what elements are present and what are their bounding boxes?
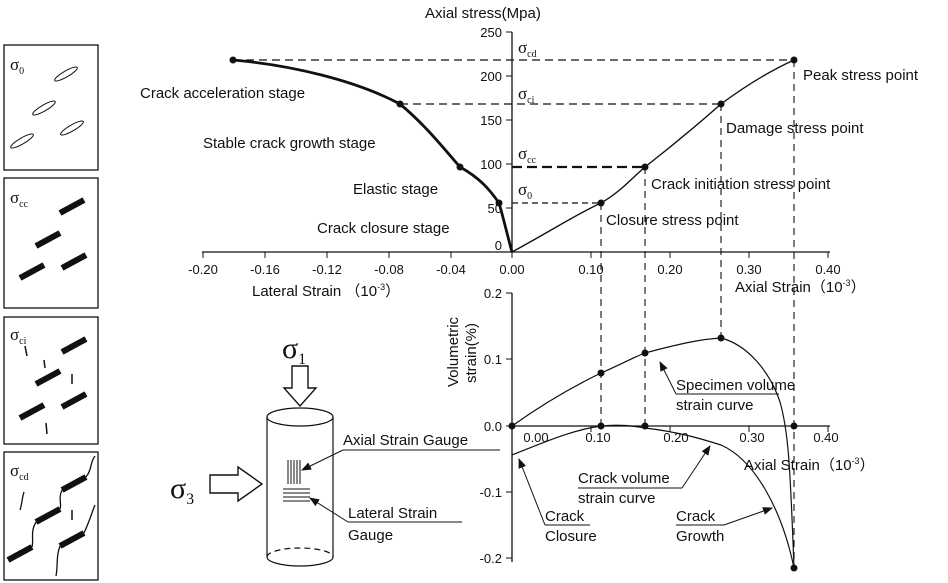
crack-growth-label-2: Growth [676, 528, 724, 545]
vol-y-title-1: Volumetric [445, 316, 462, 387]
vol-x-tick-label: 0.00 [523, 430, 548, 445]
sigma1-label: σ1 [282, 332, 306, 368]
x-tick-label: 0.40 [815, 262, 840, 277]
lateral-curve [232, 58, 514, 253]
crack-volume-label-1: Crack volume [578, 470, 670, 487]
sigma3-arrow-icon [209, 465, 264, 503]
sigma-cd-symbol: σcd [518, 38, 537, 60]
stress-strain-chart: Axial stress(Mpa) 250 200 150 100 50 0 [140, 5, 919, 300]
vertical-connectors [600, 60, 795, 568]
x-tick-label: -0.04 [436, 262, 466, 277]
svg-text:σ0: σ0 [10, 55, 24, 77]
vol-y-tick-label: 0.2 [484, 286, 502, 301]
x-tick-label: 0.10 [578, 262, 603, 277]
crack-panel-sigma-cd: σcd [3, 451, 99, 581]
svg-text:σcd: σcd [10, 461, 29, 483]
vol-x-tick-label: 0.30 [739, 430, 764, 445]
vol-y-tick-label: -0.1 [480, 485, 502, 500]
vol-y-ticks: 0.2 0.1 0.0 -0.1 -0.2 [480, 286, 512, 566]
lateral-gauge-label-1: Lateral Strain [348, 505, 437, 522]
stress-ticks: 250 200 150 100 50 0 [480, 25, 512, 253]
specimen-top [266, 407, 334, 427]
crack-closure-label-1: Crack [545, 508, 585, 525]
sigma-0-symbol: σ0 [518, 180, 532, 202]
vol-x-ticks: 0.00 0.10 0.20 0.30 0.40 [523, 426, 839, 445]
x-tick-label: 0.00 [499, 262, 524, 277]
axial-gauge-label: Axial Strain Gauge [343, 432, 468, 449]
crack-panel-sigma-ci: σci [3, 316, 99, 445]
lateral-closure-point [495, 199, 503, 207]
vol-points [508, 334, 798, 572]
x-tick-label: -0.12 [312, 262, 342, 277]
y-tick-label: 250 [480, 25, 502, 40]
crack-initiation-label: Crack initiation stress point [651, 176, 831, 193]
x-tick-label: 0.20 [657, 262, 682, 277]
vol-x-tick-label: 0.10 [585, 430, 610, 445]
sigma1-arrow-icon [282, 365, 318, 408]
specimen-volume-curve [511, 337, 795, 569]
y-axis-title: Axial stress(Mpa) [425, 5, 541, 22]
crack-volume-label-2: strain curve [578, 490, 656, 507]
vol-x-tick-label: 0.20 [663, 430, 688, 445]
specimen-sketch: σ1 σ3 Axial Strain Gauge Lateral Strain … [170, 332, 500, 567]
closure-stress-label: Closure stress point [606, 212, 739, 229]
y-tick-label: 150 [480, 113, 502, 128]
crack-panel-sigma0: σ0 [3, 44, 99, 171]
y-tick-label: 100 [480, 157, 502, 172]
svg-text:σcc: σcc [10, 188, 29, 210]
lateral-peak-point [229, 56, 237, 64]
lateral-gauge-label-2: Gauge [348, 527, 393, 544]
stable-crack-growth-label: Stable crack growth stage [203, 135, 376, 152]
vol-y-tick-label: 0.1 [484, 352, 502, 367]
volumetric-chart: Volumetric strain(%) 0.2 0.1 0.0 -0.1 -0… [445, 286, 875, 572]
lateral-elastic-point [456, 163, 464, 171]
vol-y-tick-label: -0.2 [480, 551, 502, 566]
lateral-stable-point [396, 100, 404, 108]
crack-closure-label-2: Closure [545, 528, 597, 545]
crack-volume-curve [511, 424, 795, 569]
damage-stress-label: Damage stress point [726, 120, 864, 137]
axial-strain-label: Axial Strain（10-3） [735, 278, 866, 296]
crack-closure-stage-label: Crack closure stage [317, 220, 450, 237]
lateral-gauge-icon [283, 488, 310, 502]
crack-growth-label-1: Crack [676, 508, 716, 525]
elastic-stage-label: Elastic stage [353, 181, 438, 198]
vol-x-label: Axial Strain（10-3） [744, 456, 875, 474]
sigma-cc-symbol: σcc [518, 144, 537, 166]
vol-y-title-2: strain(%) [463, 323, 480, 383]
x-tick-label: -0.08 [374, 262, 404, 277]
y-tick-label: 0 [495, 238, 502, 253]
crack-acceleration-label: Crack acceleration stage [140, 85, 305, 102]
vol-y-tick-label: 0.0 [484, 419, 502, 434]
x-tick-label: -0.20 [188, 262, 218, 277]
specimen-curve-label-1: Specimen volume [676, 377, 795, 394]
axial-gauge-icon [287, 460, 301, 484]
peak-stress-label: Peak stress point [803, 67, 919, 84]
strain-ticks: -0.20 -0.16 -0.12 -0.08 -0.04 0.00 0.10 … [188, 252, 841, 277]
vol-x-tick-label: 0.40 [813, 430, 838, 445]
y-tick-label: 200 [480, 69, 502, 84]
sigma-ci-symbol: σci [518, 84, 535, 106]
lateral-strain-label: Lateral Strain （10-3） [252, 282, 400, 300]
sigma3-label: σ3 [170, 472, 194, 508]
svg-text:σci: σci [10, 325, 27, 347]
crack-panel-sigma-cc: σcc [3, 177, 99, 309]
x-tick-label: 0.30 [736, 262, 761, 277]
x-tick-label: -0.16 [250, 262, 280, 277]
specimen-curve-label-2: strain curve [676, 397, 754, 414]
